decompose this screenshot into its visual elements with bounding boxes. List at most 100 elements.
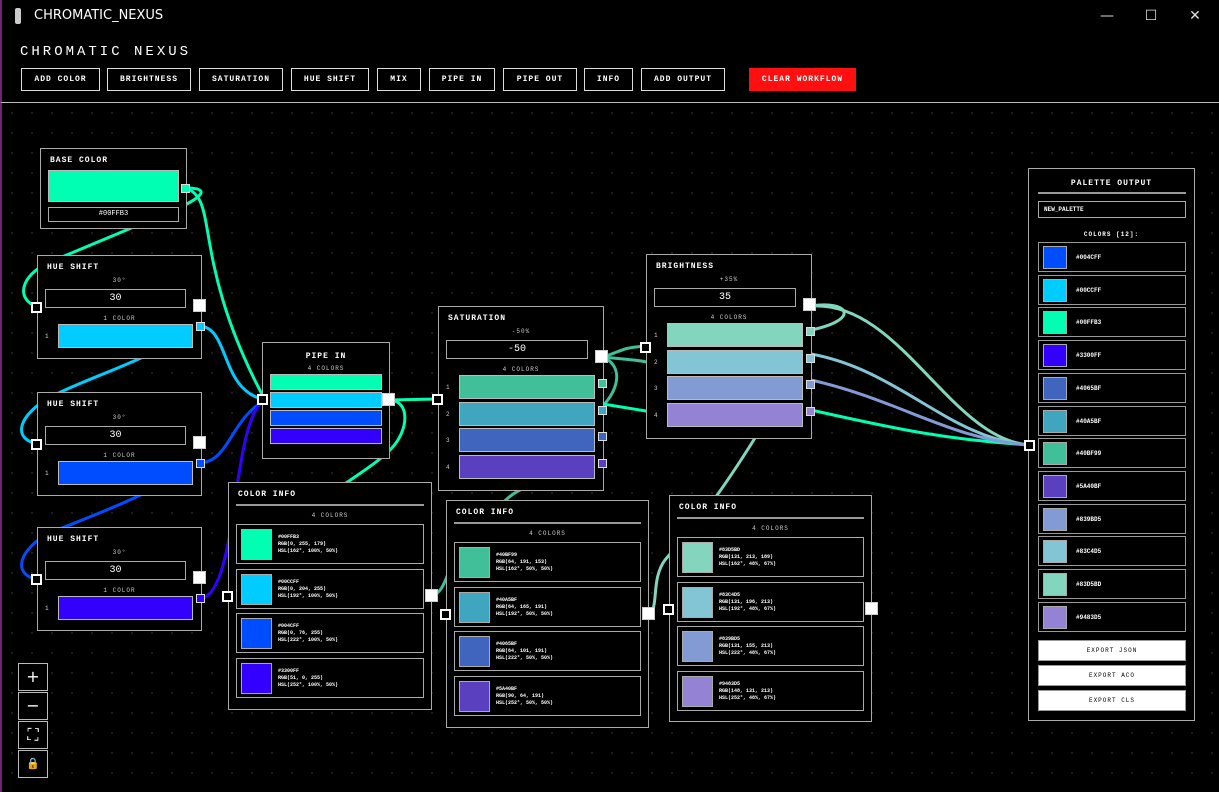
output-port[interactable] (181, 184, 190, 193)
param-port[interactable] (193, 571, 206, 584)
color-output-port[interactable] (598, 432, 607, 441)
palette-name-input[interactable]: NEW_PALETTE (1038, 201, 1186, 218)
hex-label: #4065BF (1076, 384, 1102, 392)
color-output-port[interactable] (598, 379, 607, 388)
palette-color-item[interactable]: #00FFB3 (1038, 307, 1186, 338)
param-input[interactable]: 30 (45, 561, 186, 580)
hex-input[interactable]: #00FFB3 (48, 207, 179, 222)
input-port[interactable] (663, 604, 674, 615)
output-port[interactable] (425, 589, 438, 602)
color-output-port[interactable] (196, 594, 205, 603)
hsl-value: HSL(192°, 50%, 50%) (496, 610, 554, 617)
toolbar-button-hue-shift[interactable]: HUE SHIFT (291, 68, 369, 91)
input-port[interactable] (440, 609, 451, 620)
toolbar-button-clear-workflow[interactable]: CLEAR WORKFLOW (749, 68, 856, 91)
output-port[interactable] (382, 393, 395, 406)
toolbar-button-mix[interactable]: MIX (377, 68, 421, 91)
minimize-button[interactable]: — (1100, 8, 1114, 24)
toolbar-button-info[interactable]: INFO (584, 68, 633, 91)
toolbar-button-add-output[interactable]: ADD OUTPUT (641, 68, 725, 91)
color-output-port[interactable] (598, 458, 607, 468)
palette-color-item[interactable]: #40BF99 (1038, 438, 1186, 469)
palette-color-item[interactable]: #40A5BF (1038, 405, 1186, 436)
param-input[interactable]: 30 (45, 426, 186, 445)
palette-color-item[interactable]: #4065BF (1038, 372, 1186, 403)
export-button-json[interactable]: EXPORT JSON (1038, 640, 1186, 661)
palette-color-item[interactable]: #839BD5 (1038, 503, 1186, 534)
node-title: COLOR INFO (456, 508, 515, 517)
color-output-port[interactable] (806, 380, 815, 389)
param-input[interactable]: 30 (45, 289, 186, 308)
rgb-value: RGB(90, 64, 191) (496, 692, 545, 699)
output-port[interactable] (865, 602, 878, 615)
toolbar-button-pipe-in[interactable]: PIPE IN (429, 68, 495, 91)
close-button[interactable]: ✕ (1189, 8, 1201, 24)
palette-color-item[interactable]: #83C4D5 (1038, 536, 1186, 567)
input-port[interactable] (640, 342, 651, 353)
input-port[interactable] (31, 439, 42, 450)
color-output-port[interactable] (806, 353, 815, 363)
zoom-in-button[interactable]: + (18, 663, 48, 691)
palette-color-item[interactable]: #00CCFF (1038, 274, 1186, 305)
color-swatch (1043, 376, 1067, 400)
input-port[interactable] (1024, 440, 1035, 451)
input-port[interactable] (31, 574, 42, 585)
hsl-value: HSL(192°, 48%, 67%) (719, 605, 777, 612)
hex-label: #839BD5 (1076, 515, 1102, 523)
hex-label: #00CCFF (1076, 286, 1102, 294)
color-output-port[interactable] (196, 322, 205, 331)
maximize-button[interactable]: ☐ (1144, 8, 1158, 24)
color-output-port[interactable] (196, 459, 205, 468)
hex-value: #40BF99 (496, 552, 518, 558)
export-button-aco[interactable]: EXPORT ACO (1038, 665, 1186, 686)
zoom-out-button[interactable]: − (18, 692, 48, 720)
color-output-port[interactable] (598, 405, 607, 415)
color-index: 4 (446, 463, 450, 471)
node-title: BASE COLOR (50, 156, 109, 165)
param-input[interactable]: -50 (446, 340, 588, 359)
palette-color-item[interactable]: #5A40BF (1038, 470, 1186, 501)
export-button-cls[interactable]: EXPORT CLS (1038, 690, 1186, 711)
input-port[interactable] (31, 302, 42, 313)
base-color-node[interactable]: BASE COLOR #00FFB3 (40, 148, 190, 229)
toolbar-button-pipe-out[interactable]: PIPE OUT (503, 68, 577, 91)
palette-color-item[interactable]: #3300FF (1038, 340, 1186, 371)
palette-color-item[interactable]: #9483D5 (1038, 601, 1186, 632)
output-port[interactable] (642, 607, 655, 620)
color-count: 4 COLORS (307, 365, 345, 372)
param-port[interactable] (193, 436, 206, 449)
param-input[interactable]: 35 (654, 288, 796, 307)
input-port[interactable] (222, 591, 233, 602)
param-port[interactable] (595, 350, 608, 363)
fit-view-button[interactable]: ⛶ (18, 721, 48, 749)
rgb-value: RGB(51, 0, 255) (278, 674, 324, 681)
base-color-swatch[interactable] (48, 170, 179, 202)
color-output-port[interactable] (806, 406, 815, 416)
param-label: +35% (719, 276, 739, 283)
input-port[interactable] (432, 394, 443, 405)
palette-color-item[interactable]: #004CFF (1038, 242, 1186, 272)
color-bar (459, 375, 595, 399)
input-port[interactable] (257, 394, 268, 405)
toolbar-button-add-color[interactable]: ADD COLOR (21, 68, 100, 91)
param-port[interactable] (193, 299, 206, 312)
toolbar-button-saturation[interactable]: SATURATION (199, 68, 283, 91)
param-port[interactable] (803, 298, 816, 311)
lock-button[interactable]: 🔒 (18, 750, 48, 778)
palette-color-item[interactable]: #83D5BD (1038, 569, 1186, 599)
color-output-port[interactable] (806, 327, 815, 336)
toolbar-button-brightness[interactable]: BRIGHTNESS (107, 68, 191, 91)
